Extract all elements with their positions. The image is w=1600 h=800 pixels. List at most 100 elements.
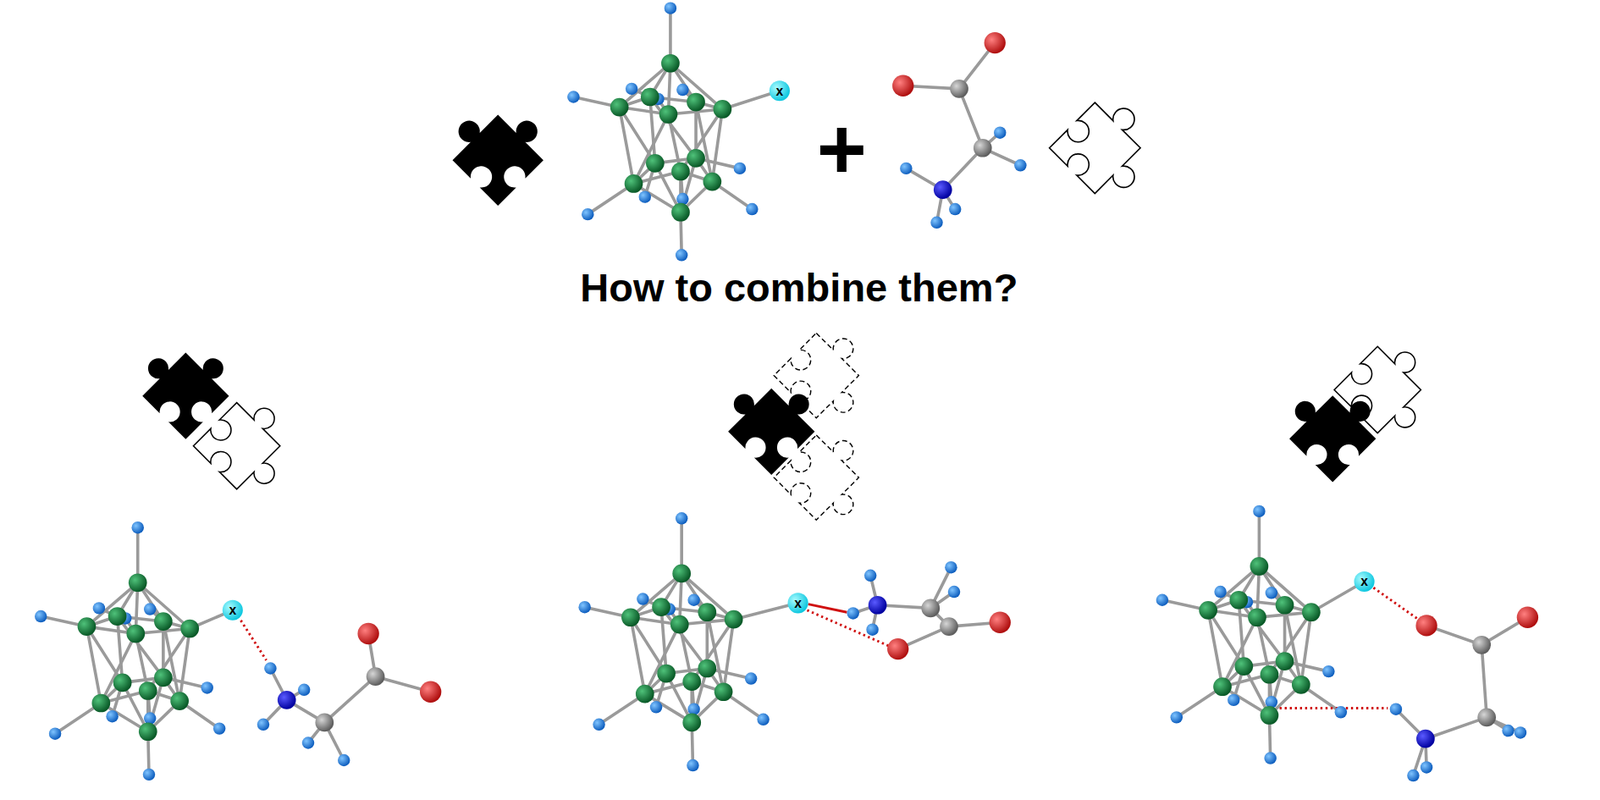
bond [1208, 610, 1223, 687]
atom-h [143, 602, 156, 615]
bond [179, 628, 190, 701]
atom-c [366, 667, 386, 686]
bond [711, 109, 723, 183]
bond [630, 573, 682, 618]
plus-sign: + [816, 105, 867, 192]
atom-b [621, 607, 640, 627]
atom-h [636, 592, 649, 605]
atom-b [651, 597, 671, 617]
bond [117, 616, 123, 683]
atom-x [788, 592, 809, 613]
atom-o [1415, 614, 1437, 636]
atom-h [264, 662, 276, 674]
atom-h [105, 710, 118, 723]
atom-c [949, 79, 969, 99]
bond [1481, 645, 1487, 718]
atom-o [984, 32, 1006, 54]
atom-b [659, 104, 679, 124]
atom-b [670, 615, 690, 635]
atom-b [714, 682, 734, 701]
atom-h [930, 216, 943, 229]
atom-b [697, 659, 717, 679]
atom-b [624, 174, 644, 194]
atom-x [222, 600, 243, 621]
bond [1285, 605, 1302, 685]
atom-label: x [1360, 574, 1369, 589]
atom-h [1014, 159, 1027, 172]
atom-h [1227, 694, 1240, 707]
bond [706, 612, 723, 692]
atom-b [1229, 590, 1248, 610]
atom-h [1170, 711, 1183, 723]
atom-b [154, 668, 173, 688]
bond-interaction [808, 604, 848, 613]
atom-h [297, 684, 310, 696]
atom-n [933, 180, 953, 199]
atom-n [1416, 729, 1435, 749]
bond [1208, 566, 1259, 611]
atom-o [1517, 606, 1539, 629]
atom-h [676, 193, 689, 205]
atom-n [277, 690, 297, 710]
puzzle-black-mid [715, 362, 828, 475]
atom-b [77, 617, 97, 636]
atom-b [1247, 607, 1267, 627]
atom-b [1260, 665, 1280, 685]
atom-b [656, 664, 676, 684]
atom-b [1250, 557, 1269, 576]
atom-b [671, 162, 690, 182]
atom-b [1275, 651, 1295, 671]
atom-b [686, 148, 706, 168]
atom-h [675, 512, 688, 525]
atom-b [640, 88, 660, 107]
atom-c [939, 617, 959, 636]
atom-h [676, 83, 689, 96]
bond [650, 97, 656, 164]
atom-b [1291, 675, 1311, 695]
atom-h [131, 521, 144, 534]
atom-h [744, 672, 757, 685]
figure-title: How to combine them? [579, 264, 1018, 310]
atom-h [846, 606, 859, 619]
atom-h [1265, 695, 1278, 708]
atom-h [864, 569, 877, 582]
bond [619, 63, 671, 108]
bond-layer [40, 8, 1528, 776]
atom-h [686, 759, 699, 772]
atom-label: x [228, 603, 237, 618]
atom-o [887, 638, 909, 660]
atom-c [921, 599, 940, 618]
bond [1425, 717, 1487, 739]
atom-b [108, 606, 127, 626]
atom-b [697, 602, 717, 622]
puzzle-black-top [438, 87, 558, 206]
atom-b [170, 691, 189, 711]
atom-b [635, 684, 655, 704]
atom-h [213, 722, 226, 734]
atom-b [126, 624, 145, 644]
atom-b [1260, 706, 1280, 725]
atom-b [91, 694, 111, 713]
atom-h [143, 711, 156, 724]
bond [1301, 612, 1312, 685]
atom-x [769, 80, 790, 101]
atom-h [1514, 726, 1527, 739]
atom-h [200, 681, 213, 694]
interaction-lines [240, 587, 1418, 708]
atom-o [892, 75, 914, 97]
atom-b [180, 619, 199, 639]
atom-h [1252, 505, 1265, 518]
atom-h [592, 718, 605, 731]
atom-h [143, 768, 155, 781]
atom-h [49, 727, 61, 740]
atom-h [899, 162, 912, 175]
atom-h [675, 248, 688, 261]
bond [619, 107, 635, 184]
puzzle-white-top [1049, 88, 1169, 208]
atom-h [687, 702, 700, 715]
bond [163, 621, 180, 701]
atom-o [989, 612, 1011, 634]
atom-b [702, 172, 722, 192]
atom-b [724, 610, 744, 629]
